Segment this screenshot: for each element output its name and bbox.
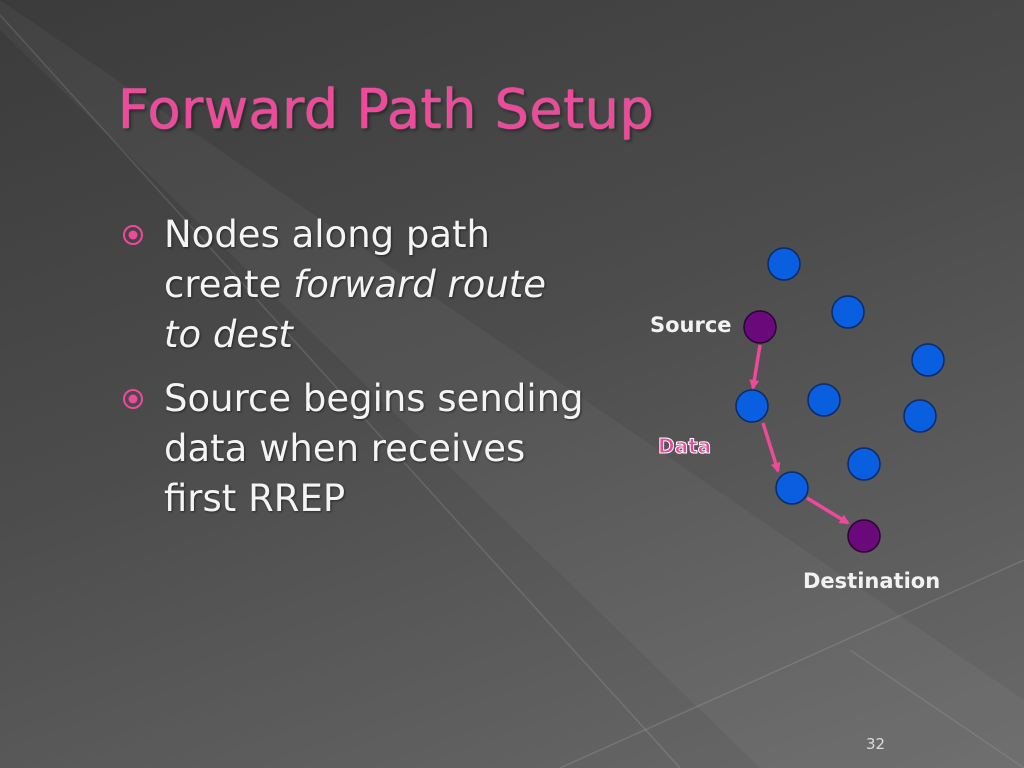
- arrow-hop1-to-hop2: [761, 422, 781, 473]
- network-node: [807, 383, 841, 417]
- data-label: Data: [657, 434, 712, 459]
- network-node: [767, 247, 801, 281]
- network-node: [911, 343, 945, 377]
- page-number: 32: [866, 735, 886, 753]
- bullet-text-plain: Source begins sending data when receives…: [164, 377, 584, 520]
- network-node-hop1: [735, 389, 769, 423]
- arrow-hop2-to-destination: [806, 496, 850, 525]
- network-node: [903, 399, 937, 433]
- source-label: Source: [650, 313, 732, 337]
- bullet-item: Nodes along path create forward route to…: [120, 210, 590, 360]
- bullet-text: Nodes along path create forward route to…: [164, 213, 546, 356]
- network-node: [831, 295, 865, 329]
- bullet-list: Nodes along path create forward route to…: [120, 210, 590, 538]
- bullet-item: Source begins sending data when receives…: [120, 374, 590, 524]
- path-arrows: [749, 344, 850, 525]
- nodes: [735, 247, 945, 553]
- arrow-source-to-hop1: [749, 344, 762, 390]
- bullet-text-plain: Nodes along path create: [164, 213, 491, 306]
- network-node: [847, 447, 881, 481]
- destination-node: [847, 519, 881, 553]
- source-node: [743, 310, 777, 344]
- slide-title: Forward Path Setup: [118, 78, 655, 141]
- bullet-icon: [123, 389, 143, 409]
- bullet-icon: [123, 225, 143, 245]
- destination-label: Destination: [803, 569, 941, 593]
- bullet-text-italic: forward route to dest: [164, 263, 547, 356]
- network-node-hop2: [775, 471, 809, 505]
- bullet-text: Source begins sending data when receives…: [164, 377, 584, 520]
